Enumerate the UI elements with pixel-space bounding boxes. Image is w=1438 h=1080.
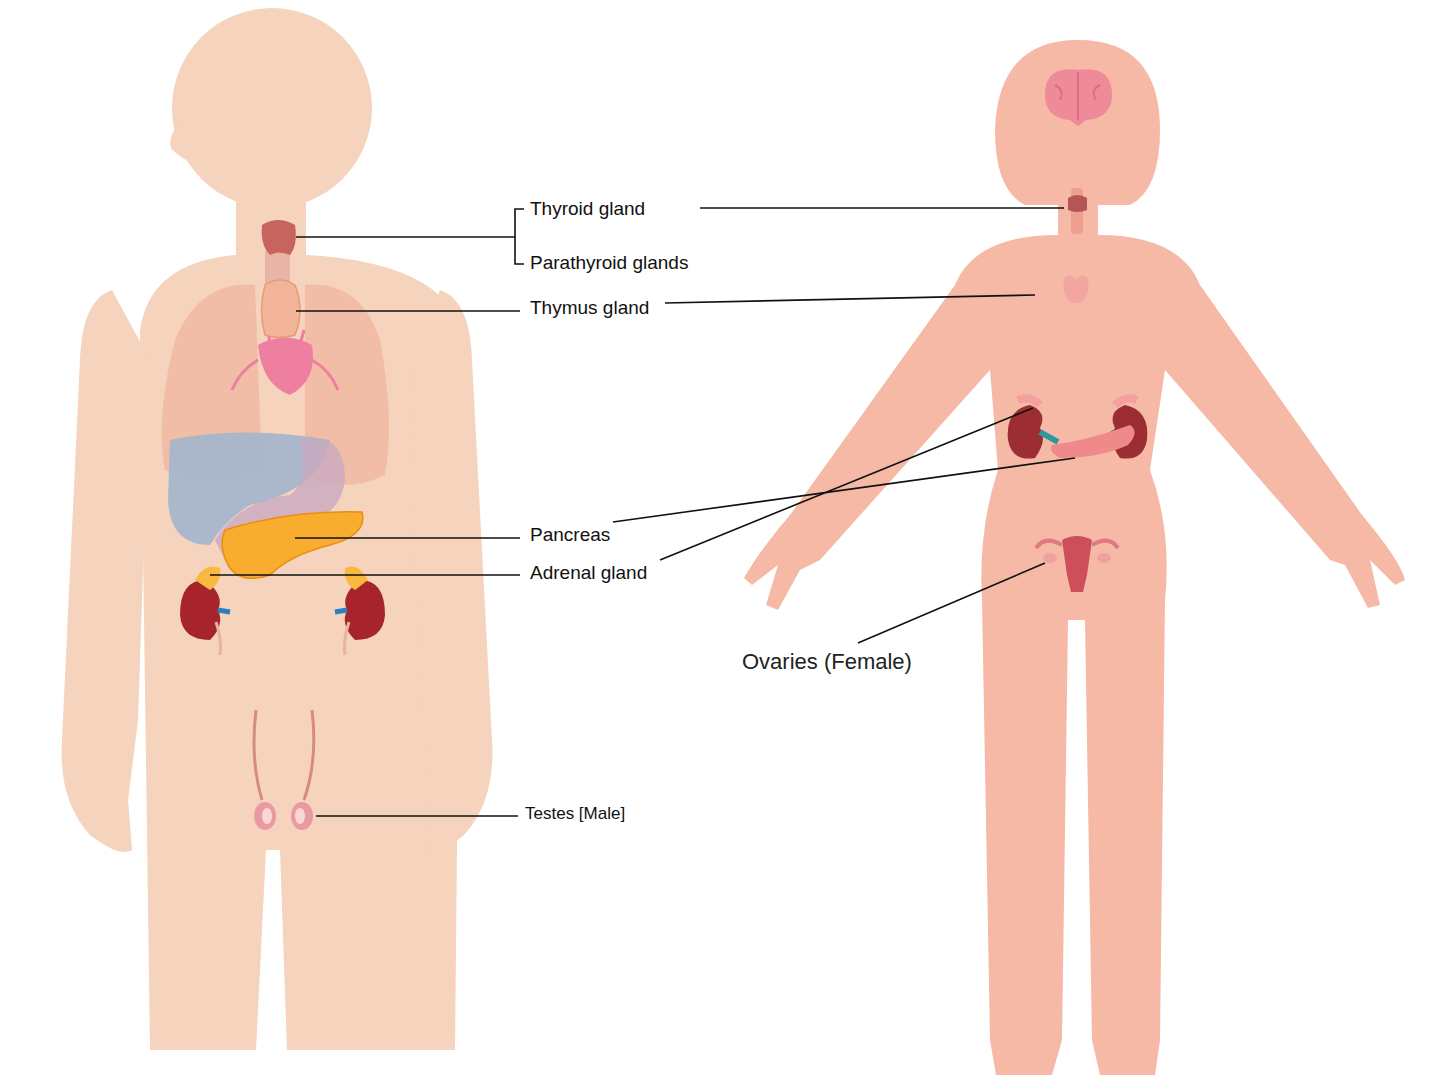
male-figure — [62, 8, 493, 1050]
organ-label: Thyroid gland — [528, 198, 647, 220]
organ-label: Pancreas — [528, 524, 612, 546]
female-figure — [744, 40, 1405, 1075]
organ-label: Testes [Male] — [523, 803, 627, 825]
organ-label: Thymus gland — [528, 297, 651, 319]
organ-label: Adrenal gland — [528, 562, 649, 584]
leader-lines — [210, 208, 1075, 816]
organ-label: Ovaries (Female) — [740, 651, 914, 673]
organ-label: Parathyroid glands — [528, 252, 690, 274]
